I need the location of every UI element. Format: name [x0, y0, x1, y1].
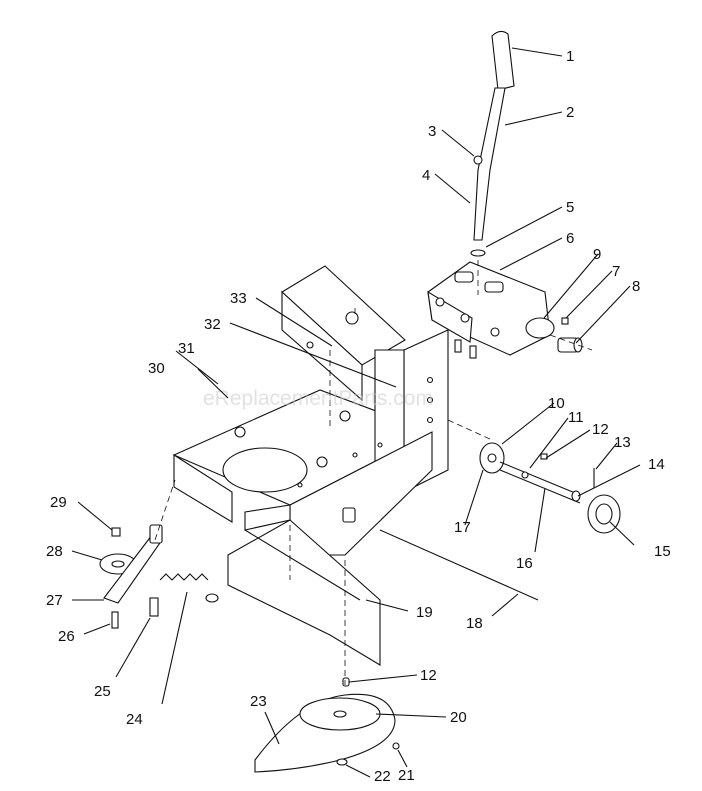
callout-26: 26	[58, 628, 75, 645]
leader-lines	[71, 47, 641, 778]
callout-22: 22	[374, 768, 391, 785]
callout-17: 17	[454, 519, 471, 536]
callout-28: 28	[46, 543, 63, 560]
transmission-housing	[427, 261, 583, 359]
axle-assembly	[479, 442, 621, 534]
callout-21: 21	[398, 767, 415, 784]
callout-9: 9	[593, 246, 601, 263]
callout-3: 3	[428, 123, 436, 140]
callout-12-lower: 12	[420, 667, 437, 684]
alignment-lines	[154, 260, 593, 685]
callout-16: 16	[516, 555, 533, 572]
callout-11: 11	[568, 409, 584, 426]
callout-2: 2	[566, 104, 574, 121]
callout-27: 27	[46, 592, 63, 609]
callout-33: 33	[230, 290, 247, 307]
callout-29: 29	[50, 494, 67, 511]
callout-labels: 1 2 3 4 5 6 9 7 8 33 32 31 30 10 11 12 1…	[46, 48, 671, 785]
callout-30: 30	[148, 360, 165, 377]
callout-1: 1	[566, 48, 574, 65]
callout-4: 4	[422, 167, 430, 184]
belt-pulley	[254, 677, 400, 773]
shift-lever	[470, 30, 515, 257]
bottom-panel	[227, 504, 381, 666]
callout-6: 6	[566, 230, 574, 247]
callout-31: 31	[178, 340, 195, 357]
callout-19: 19	[416, 604, 433, 621]
callout-20: 20	[450, 709, 467, 726]
callout-18: 18	[466, 615, 483, 632]
callout-10: 10	[548, 395, 565, 412]
callout-23: 23	[250, 693, 267, 710]
callout-14: 14	[648, 456, 665, 473]
callout-12: 12	[592, 421, 609, 438]
callout-15: 15	[654, 543, 671, 560]
chassis-frame	[172, 265, 449, 556]
watermark: eReplacementParts.com	[203, 387, 433, 410]
callout-8: 8	[632, 278, 640, 295]
callout-25: 25	[94, 683, 111, 700]
callout-13: 13	[614, 434, 631, 451]
callout-7: 7	[612, 263, 620, 280]
idler-arm-assembly	[99, 524, 219, 629]
callout-32: 32	[204, 316, 221, 333]
callout-5: 5	[566, 199, 574, 216]
callout-24: 24	[126, 711, 143, 728]
control-rod	[379, 529, 539, 601]
